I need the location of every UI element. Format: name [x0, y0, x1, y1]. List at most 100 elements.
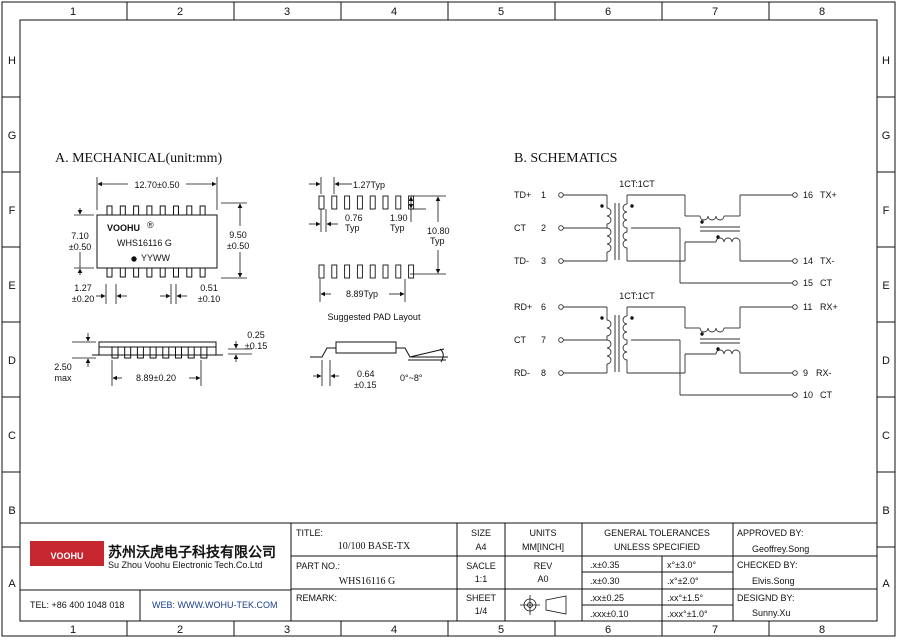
package-pin: [159, 267, 166, 278]
package-top-view: [96, 205, 218, 278]
dim-max-height-value: 2.50: [54, 362, 72, 372]
dim-lead-tol: ±0.10: [198, 294, 220, 304]
row-label: G: [8, 130, 17, 142]
tolerance-cell: .x±0.35: [590, 560, 619, 570]
rev-label: REV: [534, 561, 553, 571]
dim-height-tol: ±0.50: [69, 242, 91, 252]
sheet-value: 1/4: [475, 606, 488, 616]
col-label: 5: [498, 624, 504, 636]
foot-length-tol: ±0.15: [354, 380, 376, 390]
tolerance-cell: .xxx°±1.0°: [667, 609, 708, 619]
col-label: 7: [712, 6, 718, 18]
pad-length-note: Typ: [390, 223, 405, 233]
package-pin: [146, 267, 153, 278]
col-label: 3: [284, 6, 290, 18]
col-label: 1: [70, 624, 76, 636]
package-side-view: [92, 341, 223, 359]
tolerance-cell: .xxx±0.10: [590, 609, 628, 619]
package-pin: [119, 267, 126, 278]
title-label: TITLE:: [296, 528, 323, 538]
col-label: 4: [391, 624, 397, 636]
row-label: F: [883, 205, 890, 217]
col-label: 5: [498, 6, 504, 18]
size-label: SIZE: [471, 528, 491, 538]
tolerance-cell: .xx±0.25: [590, 593, 624, 603]
col-label: 2: [177, 6, 183, 18]
dim-pitch-value: 1.27: [74, 283, 92, 293]
company-web: WEB: WWW.WOHU-TEK.COM: [152, 600, 277, 610]
tolerance-table: .x±0.35 x°±3.0° .x±0.30 .x°±2.0° .xx±0.2…: [590, 560, 708, 619]
pad-length-value: 1.90: [390, 213, 408, 223]
pin-number: 7: [541, 335, 546, 345]
solder-pad: [331, 264, 338, 279]
solder-pad: [382, 264, 389, 279]
lead-angle: 0°~8°: [400, 373, 423, 383]
col-label: 3: [284, 624, 290, 636]
pad-total-value: 10.80: [427, 226, 450, 236]
row-label: E: [882, 280, 889, 292]
solder-pad: [331, 195, 338, 210]
rx-polarity-dots: [600, 316, 720, 351]
col-label: 1: [70, 6, 76, 18]
side-view-lead: [111, 346, 119, 359]
tolerance-cell: .x±0.30: [590, 576, 619, 586]
side-view-lead: [200, 346, 208, 359]
pin-name: CT: [514, 335, 526, 345]
dim-width: 12.70±0.50: [135, 180, 180, 190]
package-pin: [106, 205, 113, 216]
package-pin: [173, 267, 179, 278]
dimension-lines-pad: [309, 177, 446, 302]
projection-symbol-icon: [520, 595, 567, 615]
row-label: D: [882, 355, 890, 367]
solder-pad: [318, 264, 325, 279]
pin-name: CT: [514, 223, 526, 233]
pin-name: RD+: [514, 302, 532, 312]
rx-transformer-schematic: [558, 304, 798, 398]
tx-ratio: 1CT:1CT: [619, 179, 655, 189]
side-view-lead: [187, 346, 195, 359]
dimension-lines-top-view: [74, 177, 247, 304]
pin-name: TX+: [820, 190, 837, 200]
pin-name: RX-: [816, 368, 832, 378]
col-label: 7: [712, 624, 718, 636]
tolerances-title: GENERAL TOLERANCES: [604, 528, 710, 538]
row-label: B: [882, 505, 889, 517]
pad-caption: Suggested PAD Layout: [328, 312, 421, 322]
package-brand: VOOHU: [107, 223, 140, 233]
package-pin: [159, 205, 166, 216]
side-legs: [111, 346, 208, 359]
pads-bottom: [318, 264, 415, 279]
pin-name: CT: [820, 278, 832, 288]
approved-label: APPROVED BY:: [737, 528, 804, 538]
pin-name: RX+: [820, 302, 838, 312]
approved-value: Geoffrey.Song: [752, 544, 809, 554]
lead-detail: [310, 341, 448, 386]
package-pin: [146, 205, 153, 216]
dim-max-height-note: max: [54, 373, 72, 383]
solder-pad: [395, 264, 402, 279]
checked-label: CHECKED BY:: [737, 560, 798, 570]
row-label: H: [8, 55, 16, 67]
side-view-lead: [136, 346, 144, 359]
pin-name: TD-: [514, 256, 529, 266]
dim-pitch-tol: ±0.20: [72, 294, 94, 304]
partno-value: WHS16116 G: [339, 576, 396, 587]
pad-layout: [318, 195, 415, 279]
solder-pad: [344, 195, 351, 210]
schematics-title: B. SCHEMATICS: [514, 151, 617, 166]
package-pin: [133, 205, 140, 216]
solder-pad: [356, 264, 363, 279]
dim-body-value: 9.50: [229, 230, 247, 240]
sheet-label: SHEET: [466, 593, 497, 603]
solder-pad: [318, 195, 325, 210]
col-label: 8: [819, 6, 825, 18]
dimension-lines-side-view: [72, 333, 252, 386]
dim-lead-span: 8.89±0.20: [136, 373, 176, 383]
package-pin: [119, 205, 126, 216]
dim-thickness-tol: ±0.15: [245, 341, 267, 351]
col-label: 6: [605, 624, 611, 636]
pads-top: [318, 195, 415, 210]
scale-label: SACLE: [466, 561, 496, 571]
pin-number: 6: [541, 302, 546, 312]
